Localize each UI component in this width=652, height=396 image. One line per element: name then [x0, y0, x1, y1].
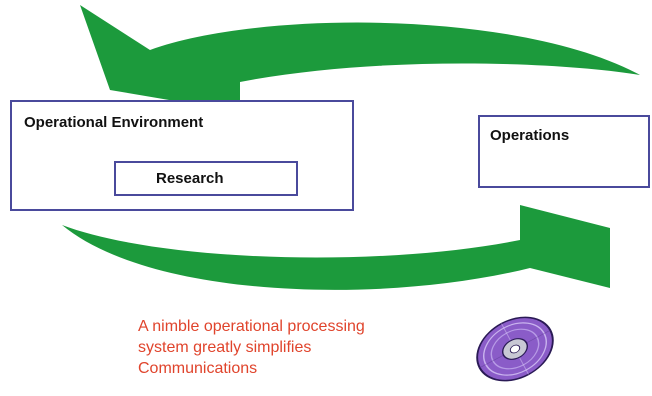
caption-line-1: A nimble operational processing	[138, 318, 365, 335]
operations-label: Operations	[490, 127, 570, 144]
bottom-cycle-arrow-icon	[62, 205, 610, 290]
cd-disc-icon	[476, 316, 554, 382]
research-label: Research	[156, 170, 224, 187]
caption-text: A nimble operational processing system g…	[138, 316, 365, 379]
research-box: Research	[114, 161, 298, 196]
caption-line-2: system greatly simplifies	[138, 339, 312, 356]
operational-environment-label: Operational Environment	[24, 114, 204, 131]
top-cycle-arrow-icon	[80, 5, 640, 112]
operations-box: Operations	[478, 115, 650, 188]
caption-line-3: Communications	[138, 360, 258, 377]
